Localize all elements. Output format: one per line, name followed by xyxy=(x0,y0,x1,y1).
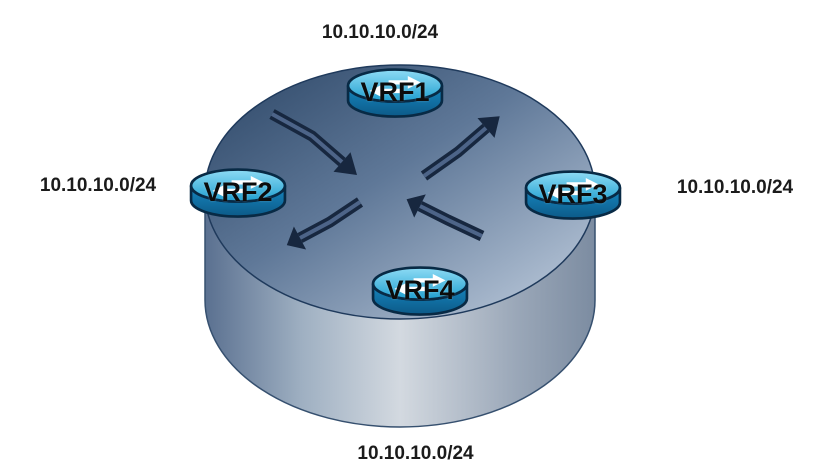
router-label-vrf1: VRF1 xyxy=(360,76,430,107)
network-label-top: 10.10.10.0/24 xyxy=(321,22,439,43)
router-node-vrf1: VRF1 xyxy=(340,60,450,124)
router-label-vrf2: VRF2 xyxy=(203,176,273,207)
arrow-down-left-icon xyxy=(286,197,364,250)
router-node-vrf4: VRF4 xyxy=(365,258,475,322)
traffic-arrows xyxy=(269,109,500,250)
network-label-right: 10.10.10.0/24 xyxy=(676,177,794,198)
router-label-vrf3: VRF3 xyxy=(538,178,608,209)
arrow-up-left-icon xyxy=(406,194,485,241)
arrow-up-right-icon xyxy=(420,116,500,181)
router-node-vrf2: VRF2 xyxy=(183,160,293,224)
network-label-bottom: 10.10.10.0/24 xyxy=(357,443,474,464)
router-node-vrf3: VRF3 xyxy=(518,162,628,226)
arrow-down-right-icon xyxy=(269,109,357,175)
router-label-vrf4: VRF4 xyxy=(385,274,455,305)
network-label-left: 10.10.10.0/24 xyxy=(39,175,157,196)
